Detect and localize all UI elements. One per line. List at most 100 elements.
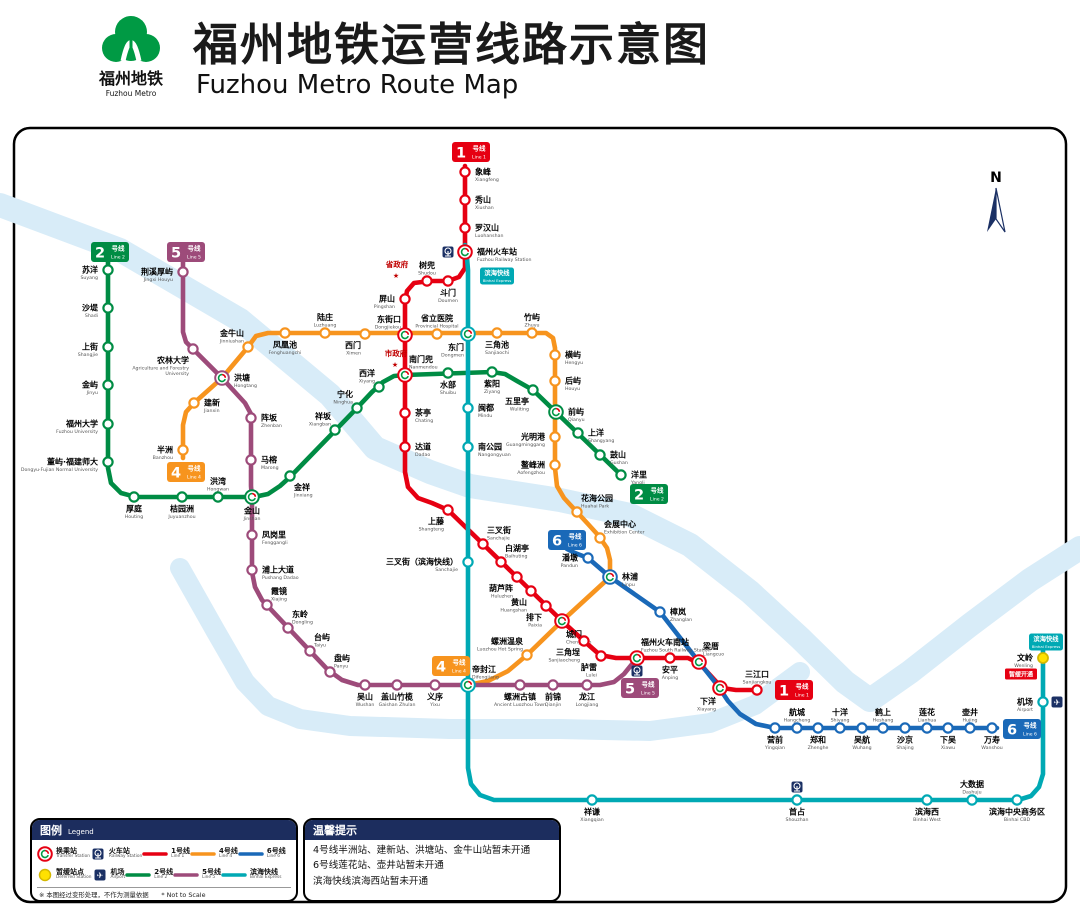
station-name-en: Sanchajie xyxy=(487,536,510,542)
station-name-cn: 霞镜 xyxy=(271,586,287,596)
station-dot xyxy=(304,645,316,657)
station-name-en: Sanjiangkou xyxy=(743,680,772,686)
station-dot xyxy=(791,794,803,806)
station-name-en: Houyu xyxy=(565,386,580,392)
station-name-en: Agriculture and Forestry xyxy=(132,366,189,372)
station-dot xyxy=(812,722,824,734)
station-name-cn: 省立医院 xyxy=(420,313,453,323)
station-dot xyxy=(177,266,189,278)
station-name-en: Wushan xyxy=(356,702,375,708)
station-name-cn: 上街 xyxy=(82,342,98,352)
tip-line-2: 6号线莲花站、壶井站暂未开通 xyxy=(313,860,444,872)
station-name-en: Fenghuangchi xyxy=(269,350,302,356)
station-name-en: Dashuju xyxy=(962,790,981,796)
station-name-cn: 十洋 xyxy=(832,707,848,717)
station-name-cn: 梁厝 xyxy=(702,641,719,651)
line4-legend-icon xyxy=(190,851,216,856)
station-name-cn: 秀山 xyxy=(474,195,491,205)
station-name-cn: 三角埕 xyxy=(556,647,580,657)
station-name-cn: 福州火车南站 xyxy=(640,637,689,647)
station-name-cn: 建新 xyxy=(203,398,220,408)
transfer-station-icon xyxy=(397,367,413,383)
station-dot xyxy=(246,564,258,576)
station-name-cn: 后屿 xyxy=(565,376,581,386)
station-name-cn: 象峰 xyxy=(475,167,491,177)
transfer-station-icon xyxy=(712,680,728,696)
station-dot xyxy=(187,343,199,355)
station-name-cn: 福州大学 xyxy=(65,419,98,429)
station-dot xyxy=(261,599,273,611)
station-name-en: Ninghua xyxy=(333,400,353,406)
station-name-cn: 紫阳 xyxy=(484,379,500,389)
station-name-en: Fuzhou South Railway Station xyxy=(641,648,711,654)
legend-title-en: Legend xyxy=(68,828,94,836)
station-name-cn: 三叉街 xyxy=(487,525,511,535)
station-name-en2: University xyxy=(165,371,189,377)
station-name-en: Shouzhan xyxy=(785,817,808,823)
station-name-cn: 荆溪厚屿 xyxy=(141,267,173,277)
deferred-station-dot xyxy=(1037,652,1049,664)
station-name-cn: 首占 xyxy=(789,807,805,817)
river-2 xyxy=(170,558,810,741)
station-dot xyxy=(491,327,503,339)
station-name-en: Ziyang xyxy=(484,389,500,395)
station-dot xyxy=(128,491,140,503)
station-name-cn: 帝封江 xyxy=(472,664,496,674)
station-dot xyxy=(582,552,594,564)
station-dot xyxy=(572,427,584,439)
station-name-cn: 树兜 xyxy=(419,260,435,270)
station-name-en: Binhai CBD xyxy=(1004,817,1031,823)
station-name-cn: 罗汉山 xyxy=(475,223,499,233)
station-name-en: Liangcuo xyxy=(703,652,724,658)
railway-station-icon xyxy=(442,246,454,258)
station-name-cn: 南门兜 xyxy=(409,354,433,364)
station-dot xyxy=(329,424,341,436)
station-dot xyxy=(399,441,411,453)
badge-number: 4 xyxy=(171,466,181,482)
station-name-cn: 城门 xyxy=(566,629,582,639)
station-dot xyxy=(1011,794,1023,806)
station-name-en: Shangyang xyxy=(588,438,614,444)
badge-cn: 号线 xyxy=(188,244,202,253)
station-dot xyxy=(242,341,254,353)
transfer-station-icon xyxy=(457,244,473,260)
station-name-cn: 胪雷 xyxy=(581,662,597,672)
station-name-cn: 樟岚 xyxy=(670,607,686,617)
station-name-en: Shiyang xyxy=(831,718,850,724)
badge-en: Line 1 xyxy=(472,155,486,161)
station-name-en: Hongwan xyxy=(207,487,229,493)
page-subtitle: Fuzhou Metro Route Map xyxy=(196,70,519,100)
station-name-en: Xiayang xyxy=(697,707,716,713)
station-name-en: Shuibu xyxy=(440,390,456,396)
page-title: 福州地铁运营线路示意图 xyxy=(193,18,711,71)
station-name-en: Pingshan xyxy=(374,304,395,310)
station-name-cn: 吴山 xyxy=(357,692,373,702)
badge-en: Line 4 xyxy=(187,475,201,481)
station-name-en: Baihuting xyxy=(505,554,527,560)
transfer-station-icon xyxy=(214,370,230,386)
station-dot xyxy=(245,454,257,466)
gov-marker: 市政府★ xyxy=(385,348,408,369)
station-dot xyxy=(442,275,454,287)
